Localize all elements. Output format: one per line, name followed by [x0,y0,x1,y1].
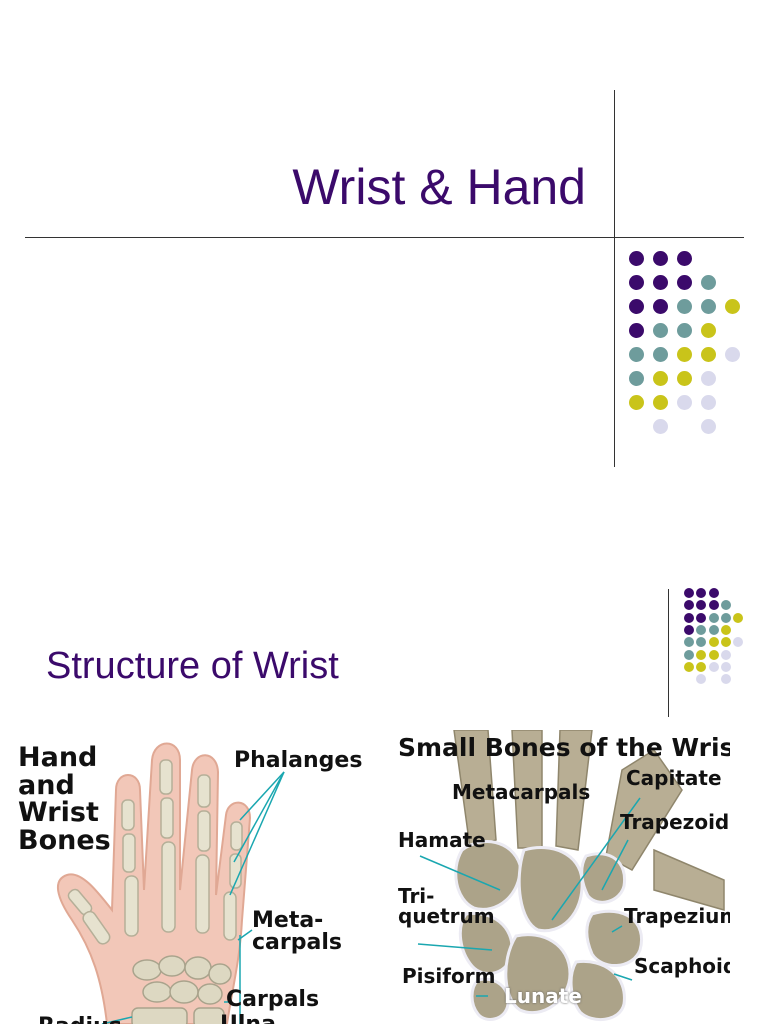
decorative-dot [696,588,707,598]
decorative-dot [696,612,707,623]
label-lunate: Lunate [504,984,582,1008]
decorative-dot [708,649,719,660]
decorative-dot [629,347,644,362]
decorative-dot [653,371,668,386]
decorative-dot [733,612,744,623]
decorative-dot [677,347,692,362]
decorative-dot [725,347,740,362]
decorative-dot [629,371,644,386]
label-metacarpals: Metacarpals [452,780,591,804]
decorative-dot [684,624,694,635]
decorative-dot [708,661,719,672]
decorative-dot [696,661,707,672]
label-ulna: Ulna [220,1014,276,1024]
decorative-dot [677,251,692,266]
decorative-dot [677,299,692,314]
label-capitate: Capitate [626,766,722,790]
decorative-dot [677,323,692,338]
label-triquetrum: Tri- quetrum [398,884,495,928]
wrist-illustration [392,730,730,1024]
horizontal-divider [25,237,744,238]
decorative-dot [696,649,707,660]
decorative-dot [720,674,731,685]
decorative-dot [708,588,719,598]
label-pisiform: Pisiform [402,964,496,988]
decorative-dot-grid [629,251,749,441]
label-trapezium: Trapezium [624,904,730,928]
decorative-dot [701,323,716,338]
decorative-dot [629,395,644,410]
hand-illustration [57,742,285,1024]
decorative-dot [677,371,692,386]
decorative-dot [677,275,692,290]
decorative-dot [720,600,731,611]
decorative-dot [653,275,668,290]
decorative-dot-grid [684,588,754,698]
hand-wrist-bones-heading: Hand and Wrist Bones [18,742,111,856]
vertical-divider [614,90,615,467]
slide-title: Wrist & Hand [292,159,586,215]
small-bones-heading: Small Bones of the Wrist [398,733,730,762]
decorative-dot [653,395,668,410]
decorative-dot [684,612,694,623]
decorative-dot [701,299,716,314]
title-slide: Wrist & Hand [25,90,749,467]
decorative-dot [701,347,716,362]
hand-wrist-bones-image: Hand and Wrist Bones Phalanges Meta- car… [12,730,362,1024]
decorative-dot [653,251,668,266]
decorative-dot [629,323,644,338]
decorative-dot [684,661,694,672]
decorative-dot [696,624,707,635]
decorative-dot [708,637,719,648]
decorative-dot [684,637,694,648]
decorative-dot [720,612,731,623]
decorative-dot [684,588,694,598]
small-bones-of-wrist-image: Small Bones of the Wrist Metacarpals Cap… [392,730,730,1024]
decorative-dot [629,299,644,314]
decorative-dot [684,600,694,611]
decorative-dot [696,637,707,648]
label-phalanges: Phalanges [234,748,362,773]
decorative-dot [720,649,731,660]
decorative-dot [677,395,692,410]
decorative-dot [653,323,668,338]
slide-title: Structure of Wrist [46,645,339,687]
decorative-dot [696,674,707,685]
decorative-dot [733,637,744,648]
decorative-dot [708,612,719,623]
decorative-dot [629,275,644,290]
decorative-dot [629,251,644,266]
content-slide: Structure of Wrist [0,512,768,1024]
decorative-dot [720,624,731,635]
label-carpals: Carpals [226,987,320,1012]
label-metacarpals: Meta- carpals [252,908,342,955]
decorative-dot [701,275,716,290]
decorative-dot [696,600,707,611]
decorative-dot [708,624,719,635]
label-scaphoid: Scaphoid [634,954,730,978]
decorative-dot [653,347,668,362]
decorative-dot [684,649,694,660]
decorative-dot [720,661,731,672]
decorative-dot [701,419,716,434]
decorative-dot [725,299,740,314]
decorative-dot [708,600,719,611]
label-trapezoid: Trapezoid [620,810,730,834]
decorative-dot [701,371,716,386]
label-hamate: Hamate [398,828,486,852]
decorative-dot [720,637,731,648]
decorative-dot [653,419,668,434]
decorative-dot [653,299,668,314]
decorative-dot [701,395,716,410]
label-radius: Radius [38,1016,122,1024]
vertical-divider [668,589,669,717]
